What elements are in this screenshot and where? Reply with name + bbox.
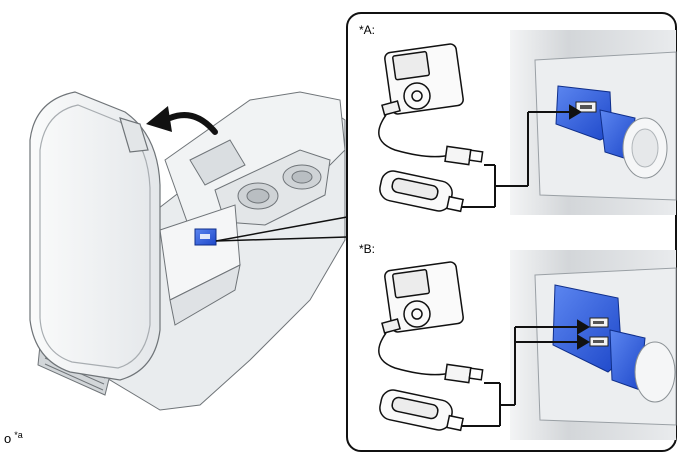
panel-b-cable bbox=[378, 332, 451, 376]
corner-note-superscript: *a bbox=[14, 430, 23, 440]
corner-note: o*a bbox=[4, 430, 23, 446]
panel-a-usb-plug bbox=[444, 145, 484, 166]
panel-b-flash-drive bbox=[379, 389, 464, 432]
console-usb-port bbox=[194, 228, 217, 246]
panel-b-media-player bbox=[381, 261, 464, 334]
panel-b-usb-plug bbox=[444, 363, 484, 384]
panel-b-label: *B: bbox=[359, 242, 376, 256]
panel-b-connection-lines bbox=[462, 319, 590, 427]
panel-a-media-player bbox=[381, 43, 464, 116]
panel-a-wall bbox=[510, 30, 677, 215]
panel-a bbox=[378, 30, 677, 215]
armrest-lid bbox=[29, 91, 161, 381]
callout-leader-lines bbox=[215, 216, 348, 242]
panel-b-wall bbox=[510, 250, 677, 440]
panel-a-label: *A: bbox=[359, 23, 376, 37]
corner-note-prefix: o bbox=[4, 431, 12, 446]
panel-a-flash-drive bbox=[379, 170, 464, 213]
panel-b bbox=[378, 250, 677, 440]
panel-a-connection-lines bbox=[462, 104, 582, 208]
panel-a-cable bbox=[378, 114, 451, 158]
open-direction-arrow bbox=[146, 106, 218, 135]
